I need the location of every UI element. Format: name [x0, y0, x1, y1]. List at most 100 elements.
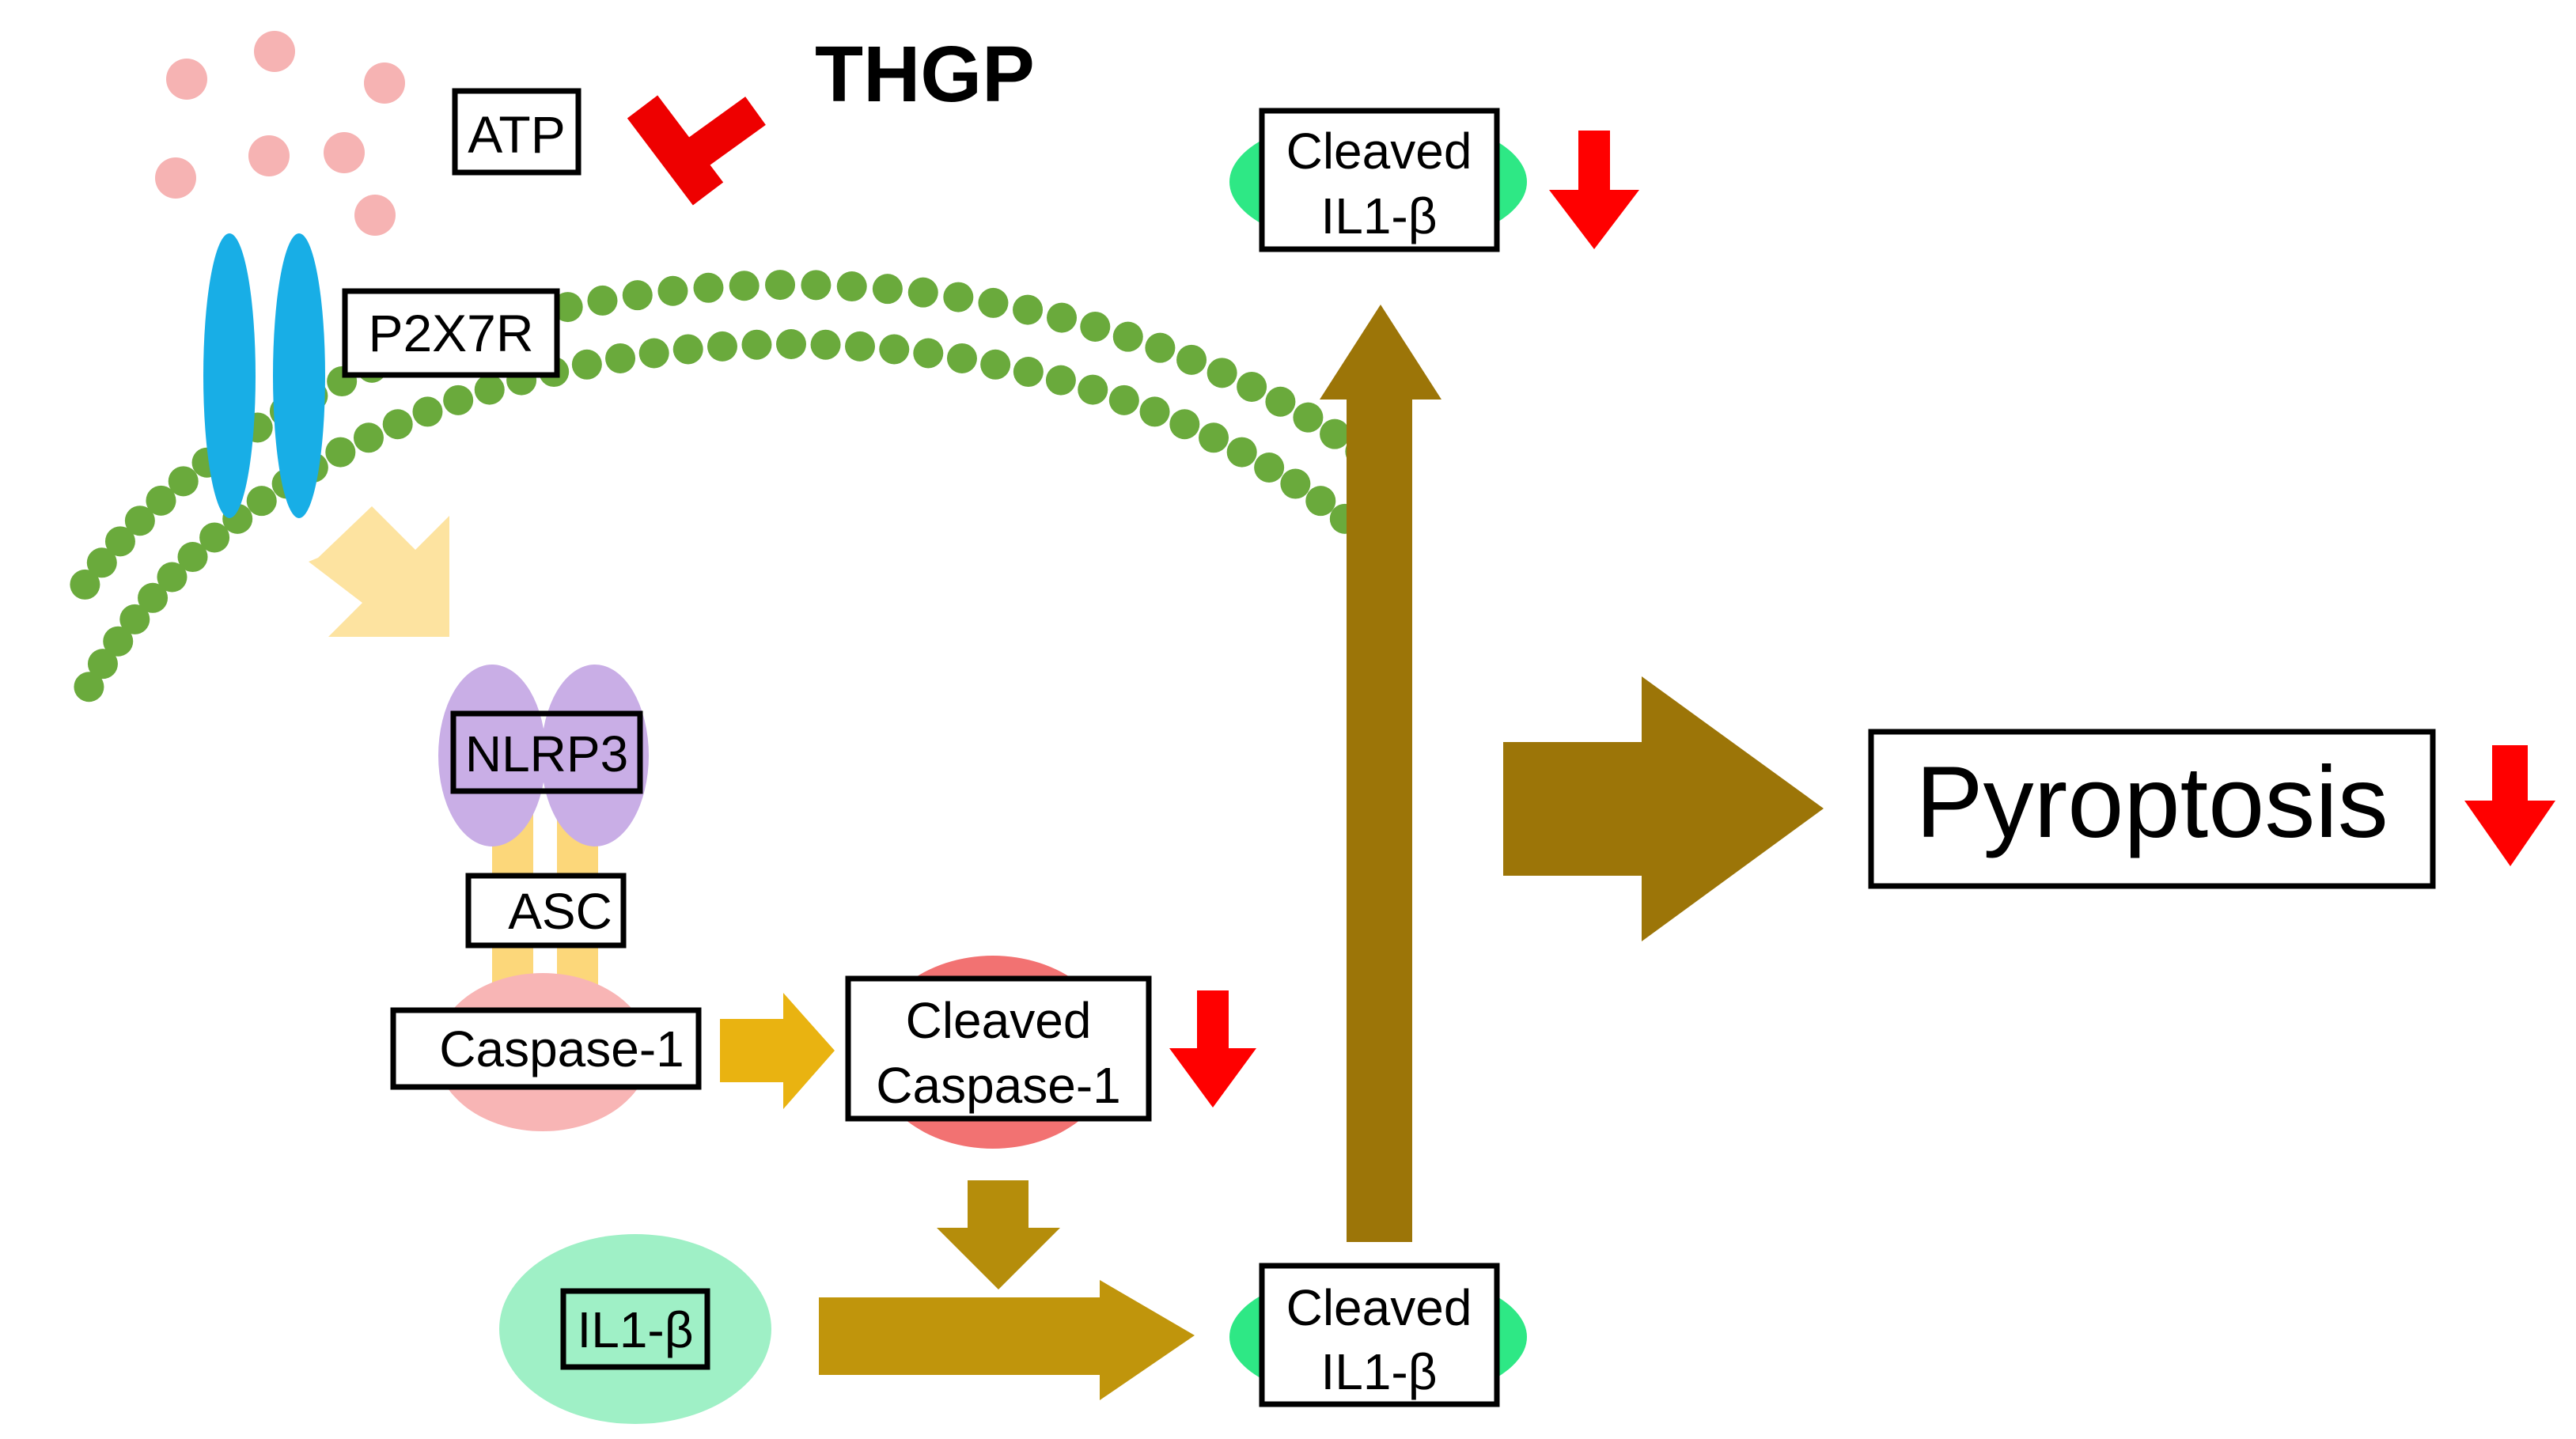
membrane-dot: [605, 343, 636, 373]
atp-dot: [324, 132, 365, 173]
membrane-dot: [845, 331, 876, 362]
membrane-dot: [907, 277, 938, 308]
membrane-dot: [86, 547, 117, 578]
pyroptosis-label: Pyroptosis: [1915, 746, 2388, 859]
membrane-dot: [1265, 386, 1296, 417]
membrane-dot: [1145, 332, 1176, 363]
caspase1-label-box: Caspase-1: [390, 1007, 702, 1090]
il1b-blob: [499, 1234, 771, 1424]
p2x7r-receptor: [203, 233, 325, 518]
membrane-dot: [776, 329, 806, 359]
cleaved-il1b-top-label-line1: Cleaved: [1286, 123, 1472, 180]
membrane-dot: [325, 437, 356, 468]
membrane-dot: [1013, 357, 1044, 388]
membrane-dot: [103, 626, 134, 657]
membrane-dot: [1169, 409, 1200, 440]
atp-dot: [248, 135, 290, 176]
membrane-dot: [177, 542, 208, 573]
membrane-dot: [146, 485, 176, 516]
membrane-dot: [1305, 486, 1336, 517]
atp-dot: [354, 195, 396, 236]
membrane-dot: [657, 275, 688, 306]
membrane-dot: [1108, 384, 1139, 415]
membrane-dot: [1045, 365, 1076, 396]
p2x7r-label-box: P2X7R: [342, 288, 560, 378]
atp-dot: [155, 157, 196, 199]
membrane-dot: [1237, 371, 1267, 402]
membrane-dot: [474, 374, 505, 405]
membrane-dot: [1226, 437, 1257, 468]
il1b-label-box: IL1-β: [560, 1288, 710, 1370]
membrane-dot: [765, 270, 796, 301]
membrane-dot: [1293, 402, 1324, 433]
membrane-dot: [1199, 422, 1229, 453]
membrane-dot: [810, 329, 841, 360]
membrane-dot: [587, 285, 618, 316]
membrane-dot: [1254, 452, 1285, 483]
membrane-dot: [199, 522, 230, 553]
pyroptosis-decrease-arrow: [2464, 745, 2555, 866]
cleaved-il1b-decrease-arrow: [1549, 131, 1639, 249]
membrane-dot: [836, 271, 867, 302]
membrane-dot: [1080, 311, 1111, 342]
membrane-dot: [913, 338, 944, 369]
cleaved-il1b-bottom-label-box: Cleaved IL1-β: [1259, 1263, 1500, 1407]
maturation-arrow: [819, 1280, 1195, 1400]
membrane-dot: [104, 526, 135, 557]
membrane-dot: [157, 562, 188, 593]
membrane-dot: [552, 292, 583, 323]
atp-dot: [166, 59, 207, 100]
cleaved-il1b-bottom-label-line1: Cleaved: [1286, 1279, 1472, 1336]
membrane-dot: [246, 486, 277, 517]
membrane-dot: [978, 287, 1009, 318]
membrane-dot: [1207, 358, 1237, 388]
membrane-dot: [980, 349, 1011, 380]
membrane-dot: [943, 282, 974, 312]
membrane-dot: [571, 349, 602, 380]
cleaved-il1b-top-label-box: Cleaved IL1-β: [1259, 108, 1500, 252]
membrane-dot: [87, 649, 118, 680]
nlrp3-label-box: NLRP3: [450, 710, 643, 794]
membrane-dot: [353, 422, 384, 453]
nlrp3-label: NLRP3: [465, 725, 628, 782]
membrane-dot: [638, 338, 669, 369]
cleaved-caspase1-label-line1: Cleaved: [906, 992, 1092, 1049]
membrane-dot: [741, 329, 772, 360]
p2x7r-label: P2X7R: [368, 304, 533, 362]
caspase1-label: Caspase-1: [439, 1021, 684, 1077]
secretion-arrow: [1320, 305, 1441, 1242]
il1b-label: IL1-β: [577, 1301, 693, 1358]
membrane-dot: [693, 272, 724, 303]
membrane-dot: [1280, 468, 1311, 499]
membrane-dot: [729, 271, 760, 301]
activation-arrow: [309, 506, 449, 637]
membrane-dot: [70, 569, 100, 600]
membrane-dot: [119, 604, 150, 634]
membrane-dot: [1176, 344, 1207, 375]
membrane-dot: [124, 506, 155, 536]
asc-label-box: ASC: [465, 873, 627, 949]
membrane-dot: [1112, 321, 1143, 352]
membrane-dot: [382, 409, 413, 440]
atp-label-box: ATP: [452, 88, 581, 176]
membrane-dot: [672, 334, 703, 365]
membrane-dot: [1013, 294, 1044, 325]
pyroptosis-label-box: Pyroptosis: [1868, 729, 2436, 889]
atp-molecule-dots: [155, 31, 405, 236]
membrane-dot: [412, 396, 443, 427]
cleaved-caspase1-label-line2: Caspase-1: [876, 1057, 1121, 1114]
processing-arrow-down: [937, 1180, 1060, 1289]
membrane-dot: [74, 672, 104, 702]
membrane-dot: [801, 270, 832, 301]
membrane-dot: [443, 384, 474, 415]
membrane-dot: [879, 334, 910, 365]
membrane-dot: [168, 466, 199, 497]
cleaved-il1b-bottom-label-line2: IL1-β: [1320, 1343, 1437, 1400]
membrane-dot: [1139, 396, 1170, 427]
membrane-dot: [1047, 302, 1078, 333]
membrane-dot: [872, 274, 903, 305]
cleaved-il1b-top-label-line2: IL1-β: [1320, 187, 1437, 244]
thgp-label: THGP: [815, 30, 1035, 119]
membrane-dot: [707, 331, 737, 362]
